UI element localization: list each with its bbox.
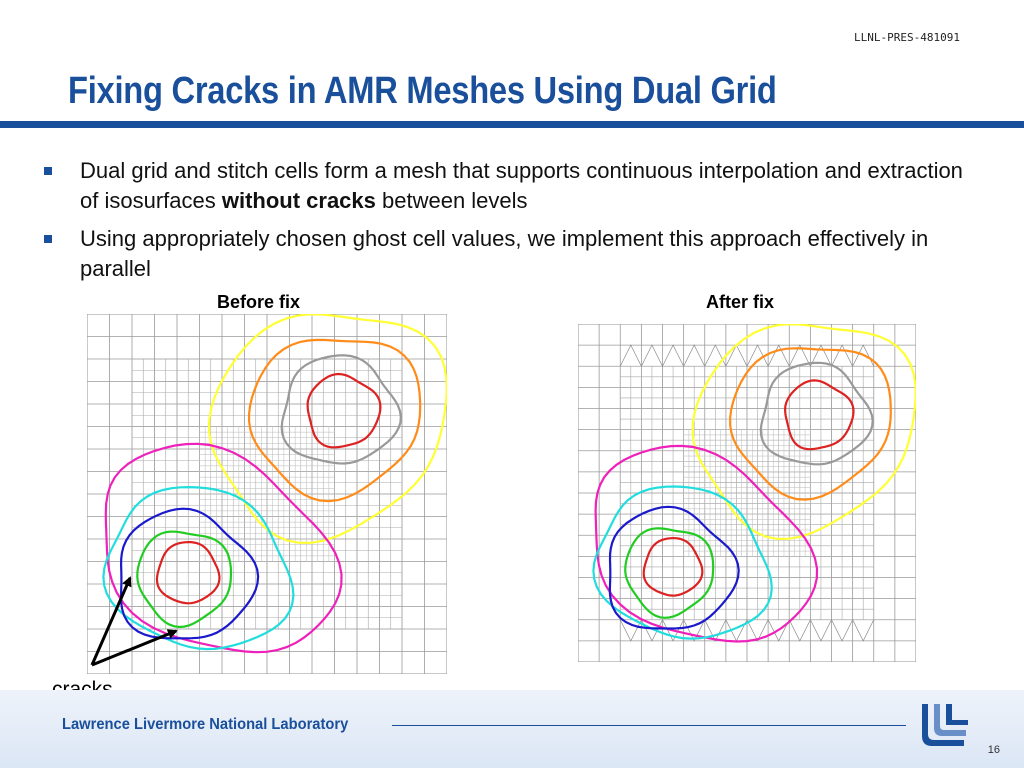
- bullet-text-part: Using appropriately chosen ghost cell va…: [80, 226, 929, 281]
- stitch-cell: [662, 344, 684, 367]
- stitch-cell: [810, 619, 832, 642]
- stitch-cell: [831, 344, 853, 367]
- bullet-text-part: Dual grid and stitch cells form a mesh t…: [80, 158, 963, 213]
- stitch-cell: [810, 344, 832, 367]
- stitch-cell: [767, 619, 790, 642]
- bullet-emphasis: without cracks: [221, 188, 376, 213]
- document-id: LLNL-PRES-481091: [854, 31, 960, 44]
- contour-line-blue: [608, 505, 740, 630]
- bullet-item: Using appropriately chosen ghost cell va…: [44, 224, 974, 284]
- bullet-square-icon: [44, 235, 52, 243]
- stitch-cell: [852, 619, 875, 642]
- after-fix-mesh-figure: [578, 324, 916, 662]
- after-fix-label: After fix: [706, 292, 775, 312]
- footer-lab-name: Lawrence Livermore National Laboratory: [62, 716, 349, 733]
- contour-line-magenta: [104, 442, 343, 654]
- contour-line-orange: [729, 347, 892, 501]
- stitch-cell: [683, 344, 706, 367]
- contour-line-cyan: [592, 485, 773, 640]
- bullet-text: Using appropriately chosen ghost cell va…: [80, 226, 928, 281]
- contour-line-cyan: [102, 485, 295, 651]
- page-number: 16: [987, 744, 1000, 756]
- contour-line-red: [155, 541, 221, 605]
- llnl-logo-icon: [922, 704, 968, 746]
- stitch-cell: [788, 619, 811, 642]
- bullet-text: Dual grid and stitch cells form a mesh t…: [80, 158, 963, 213]
- contour-line-gray: [759, 361, 874, 466]
- bullet-list: Dual grid and stitch cells form a mesh t…: [44, 156, 974, 292]
- contour-line-gray: [280, 354, 402, 465]
- stitch-cell: [662, 619, 684, 642]
- stitch-cell: [704, 619, 727, 642]
- contour-line-green: [136, 530, 233, 629]
- footer-band: [0, 690, 1024, 768]
- contour-line-red: [642, 536, 704, 597]
- stitch-cell: [788, 344, 811, 367]
- contour-line-red: [306, 372, 382, 449]
- bullet-text-part: between levels: [375, 188, 528, 213]
- title-underline: [0, 121, 1024, 128]
- stitch-cell: [746, 619, 769, 642]
- slide-title: Fixing Cracks in AMR Meshes Using Dual G…: [68, 70, 777, 112]
- crack-arrow-1: [90, 576, 132, 666]
- footer-rule: [392, 725, 906, 726]
- stitch-cell: [641, 344, 663, 367]
- stitch-cell: [619, 344, 642, 367]
- before-fix-label: Before fix: [217, 292, 301, 312]
- bullet-item: Dual grid and stitch cells form a mesh t…: [44, 156, 974, 216]
- contour-line-yellow: [691, 324, 916, 541]
- stitch-cell: [831, 619, 853, 642]
- crack-arrow-2: [91, 629, 178, 667]
- contour-line-red: [783, 379, 855, 451]
- bullet-square-icon: [44, 167, 52, 175]
- stitch-cell: [746, 344, 769, 367]
- contour-line-yellow: [207, 314, 447, 544]
- contour-line-magenta: [594, 444, 819, 643]
- before-fix-mesh-figure: [87, 314, 447, 674]
- contour-line-green: [624, 527, 715, 619]
- contour-line-orange: [248, 338, 422, 503]
- stitch-cell: [767, 344, 790, 367]
- contour-line-blue: [119, 507, 260, 640]
